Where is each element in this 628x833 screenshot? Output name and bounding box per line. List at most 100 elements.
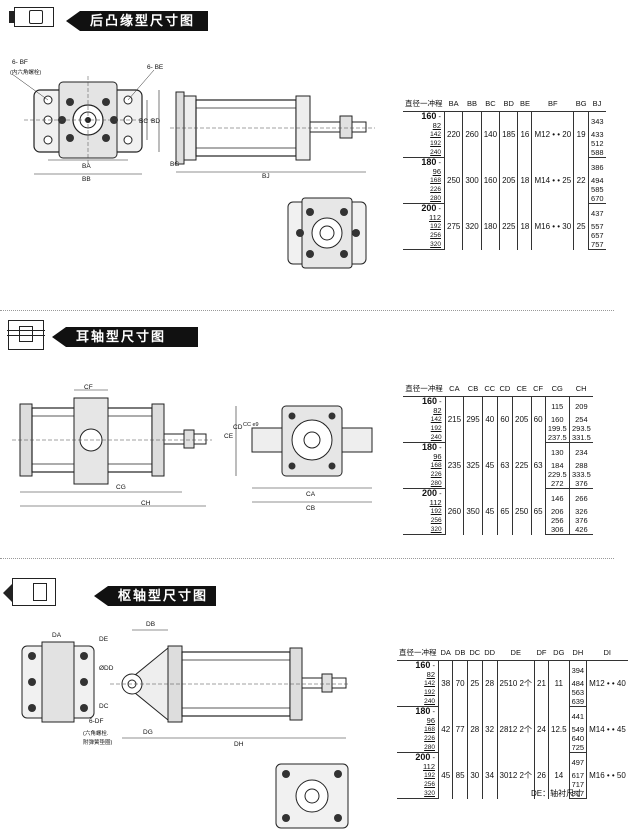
column-header: CH	[569, 381, 593, 397]
value-cell: 2510 2个	[496, 660, 535, 707]
stroke-cell: 168	[430, 177, 441, 184]
label-be: 6- BE	[147, 64, 164, 71]
bore-cell: 200 -112	[421, 203, 441, 223]
value-cell: 484	[568, 679, 587, 688]
section-title-rear-flange: 后凸缘型尺寸图	[66, 11, 208, 31]
stroke-cell: 280	[403, 479, 446, 489]
value-cell: 250	[443, 157, 463, 204]
label-cb: CB	[306, 505, 316, 512]
value-cell: 40	[481, 396, 498, 443]
label-cf: CF	[84, 384, 93, 391]
value-cell: 199.5	[544, 424, 570, 433]
stroke-cell: 320	[397, 789, 439, 799]
value-cell: 60	[530, 396, 546, 443]
rear-flange-type-icon	[9, 7, 54, 27]
stroke-cell: 256	[430, 517, 442, 524]
value-cell: 254	[568, 415, 593, 424]
bore-cell: 180 -96	[415, 706, 435, 726]
trunnion-type-icon	[7, 320, 45, 350]
pivot-type-icon	[3, 578, 56, 606]
stroke-cell: 192	[430, 223, 441, 230]
stroke-cell: 226	[430, 471, 442, 478]
column-header: BF	[531, 96, 574, 112]
value-cell: 185	[499, 111, 518, 158]
stroke-cell: 320	[403, 525, 446, 535]
label-df-note2: 附弹簧垫圈)	[83, 740, 113, 746]
label-bc: BC	[139, 118, 149, 125]
value-cell: 146	[544, 488, 570, 507]
column-header: CE	[512, 381, 531, 397]
value-cell: 256	[544, 516, 570, 525]
label-cc: CC e9	[243, 422, 259, 428]
value-cell: 376	[568, 479, 593, 489]
value-cell: M16 • • 30	[531, 203, 574, 250]
column-header: 直径一冲程	[403, 96, 445, 112]
value-cell: 32	[481, 706, 498, 753]
value-cell: 333.5	[568, 470, 593, 479]
value-cell: 205	[499, 157, 518, 204]
bore-cell: 180 -96	[421, 157, 441, 177]
value-cell: 206	[544, 507, 570, 516]
stroke-cell: 280	[397, 743, 439, 753]
value-cell: 63	[496, 442, 513, 489]
value-cell: 717	[568, 780, 587, 789]
value-cell: 140	[480, 111, 500, 158]
section-title-trunnion: 耳轴型尺寸图	[52, 327, 198, 347]
value-cell: 22	[573, 157, 589, 204]
value-cell: 549	[568, 725, 587, 734]
column-header: CB	[463, 381, 483, 397]
value-cell: 293.5	[568, 424, 593, 433]
stroke-cell: 192	[424, 772, 435, 779]
trunnion-side-view	[12, 389, 212, 507]
value-cell: 2812 2个	[496, 706, 535, 753]
value-cell: 306	[544, 525, 570, 535]
column-header: DA	[438, 645, 453, 661]
column-header: 直径一冲程	[403, 381, 446, 397]
value-cell: 77	[452, 706, 468, 753]
value-cell: 115	[544, 396, 570, 415]
trunnion-end-view	[235, 405, 373, 503]
label-db: DB	[146, 621, 156, 628]
label-bj: BJ	[262, 173, 270, 180]
value-cell: M14 • • 25	[531, 157, 574, 204]
value-cell: 85	[452, 752, 468, 799]
column-header: BA	[444, 96, 463, 112]
value-cell: 225	[499, 203, 518, 250]
column-header: DF	[534, 645, 549, 661]
value-cell: 235	[444, 442, 464, 489]
value-cell: 14	[548, 752, 570, 799]
bore-cell: 160 -82	[421, 111, 441, 131]
value-cell: 639	[568, 697, 587, 707]
value-cell: 18	[517, 203, 532, 250]
value-cell: 326	[568, 507, 593, 516]
value-cell: 234	[568, 442, 593, 461]
value-cell: 331.5	[568, 433, 593, 443]
footnote: DE：轴衬尺寸	[531, 789, 583, 798]
value-cell: 588	[588, 148, 606, 158]
value-cell: M14 • • 45	[586, 706, 628, 753]
value-cell: 757	[588, 240, 606, 250]
label-df: 6-DF	[89, 718, 104, 725]
stroke-cell: 142	[430, 131, 441, 138]
label-dd: ØDD	[99, 665, 114, 672]
stroke-cell: 240	[403, 148, 445, 158]
pivot-dimension-lines	[122, 629, 346, 739]
label-bg: BG	[170, 161, 180, 168]
label-df-note1: (六角螺栓.	[83, 731, 109, 737]
label-dg: DG	[143, 729, 153, 736]
stroke-cell: 226	[430, 186, 441, 193]
value-cell: 26	[534, 752, 549, 799]
